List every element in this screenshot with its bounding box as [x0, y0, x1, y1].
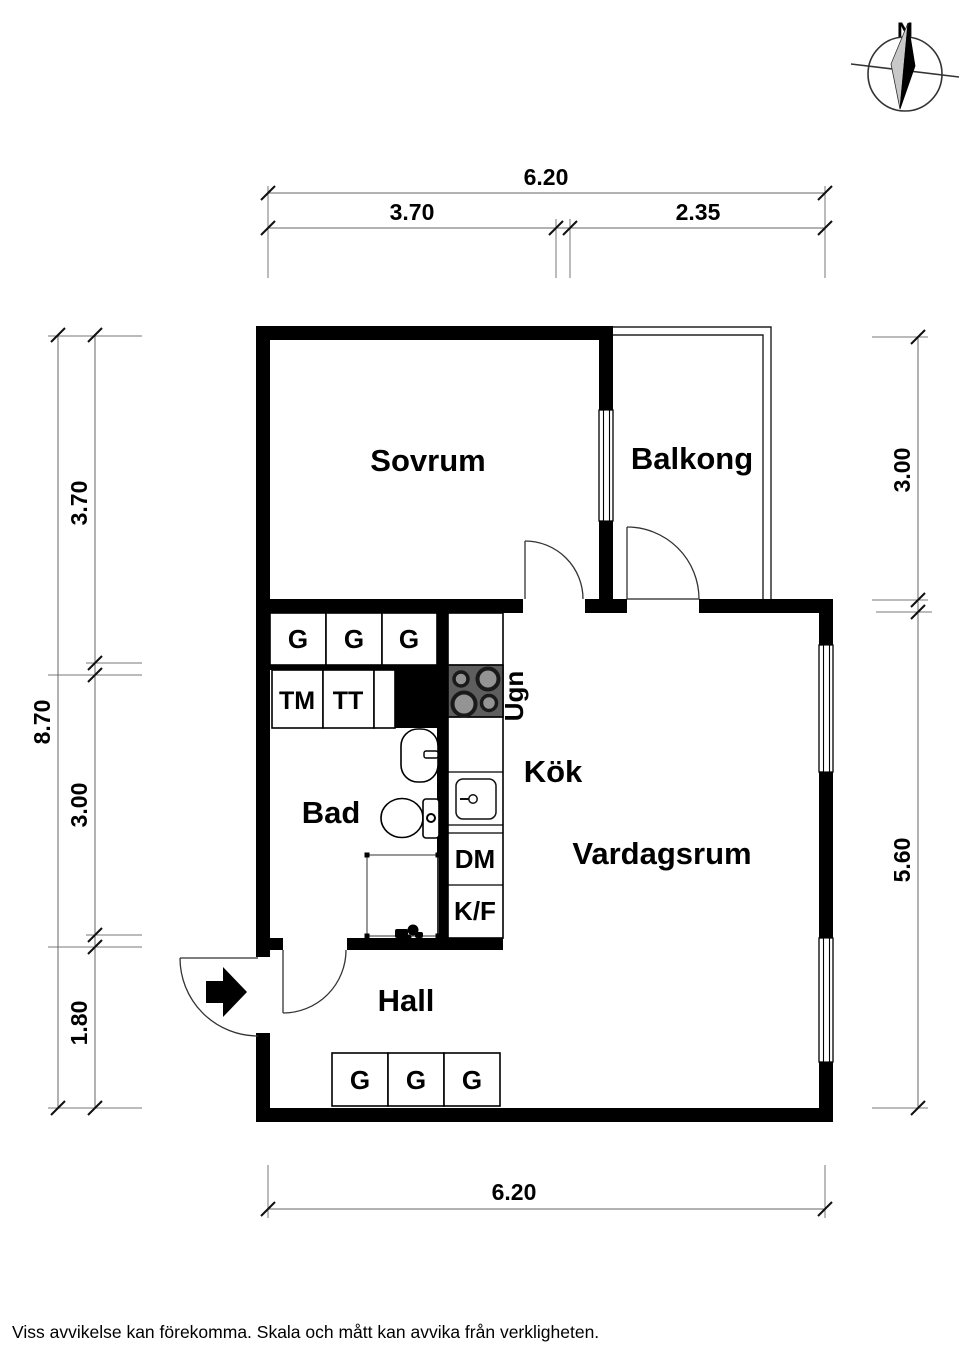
bad-bottom-wall-left — [256, 938, 283, 950]
vardagsrum-window-upper — [818, 644, 834, 773]
burner-small-br — [479, 693, 499, 713]
fixture-labels: G G G TM TT Ugn DM K/F G G G — [279, 624, 529, 1095]
wardrobe-bottom-3 — [443, 1052, 501, 1107]
wardrobe-label-top-3: G — [399, 624, 419, 654]
balcony-inner-line — [613, 334, 764, 599]
kitchen-sink — [455, 778, 497, 820]
bathroom-fixtures — [364, 728, 441, 940]
right-exterior-wall-c — [819, 1062, 833, 1122]
dim-top-right: 2.35 — [676, 199, 721, 225]
dimensions-bottom: 6.20 — [260, 1165, 833, 1218]
wardrobe-utility-divider-wall — [270, 664, 437, 670]
dim-left-middle: 3.00 — [66, 783, 92, 828]
dimensions-right: 3.00 5.60 — [872, 329, 932, 1116]
shower — [364, 852, 441, 940]
kitchen-counter — [447, 612, 504, 939]
walls — [256, 326, 833, 1122]
utility-narrow-box — [373, 669, 396, 729]
balcony-door — [626, 526, 700, 600]
dryer-box — [322, 669, 375, 729]
sovrum-balkong-wall-lower — [599, 521, 613, 613]
balcony-outer-line — [613, 326, 772, 599]
dim-ticks-bottom — [260, 1201, 833, 1217]
dim-top-left: 3.70 — [390, 199, 435, 225]
entry-arrow-icon — [206, 967, 247, 1017]
wardrobe-label-bottom-3: G — [462, 1065, 482, 1095]
top-exterior-wall — [256, 326, 613, 340]
dim-left-upper: 3.70 — [66, 481, 92, 526]
mid-wall-left-of-sovrum-door — [256, 599, 523, 613]
dimensions-top: 6.20 3.70 2.35 — [260, 164, 833, 278]
entry-door — [179, 957, 259, 1037]
dim-ticks-left — [50, 327, 103, 1116]
shower-mixer-icon — [395, 924, 423, 940]
washbasin — [400, 728, 439, 783]
dim-bottom-total: 6.20 — [492, 1179, 537, 1205]
hall-label: Hall — [378, 983, 435, 1018]
balkong-label: Balkong — [631, 441, 753, 476]
compass-needle-dark-half — [899, 22, 916, 110]
balcony-outline — [613, 326, 772, 600]
dim-ticks-top — [260, 185, 833, 236]
disclaimer-text: Viss avvikelse kan förekomma. Skala och … — [12, 1322, 600, 1342]
vardagsrum-top-wall — [699, 599, 833, 613]
burner-large-bl — [450, 690, 478, 718]
extension-lines-top — [267, 186, 826, 278]
left-exterior-wall-upper — [256, 326, 270, 957]
washing-machine-label: TM — [279, 687, 315, 715]
sovrum-label: Sovrum — [370, 443, 485, 478]
bottom-exterior-wall — [256, 1108, 833, 1122]
counter-outline — [447, 612, 504, 939]
right-exterior-wall-b — [819, 772, 833, 938]
burner-large-tr — [475, 666, 501, 692]
wardrobe-label-bottom-2: G — [406, 1065, 426, 1095]
sovrum-balkong-wall-upper — [599, 326, 613, 410]
kok-label: Kök — [524, 754, 583, 789]
mid-wall-between-doors — [585, 599, 627, 613]
vardagsrum-window-lower — [818, 937, 834, 1063]
wardrobe-top-2 — [325, 612, 383, 666]
left-exterior-wall-lower — [256, 1033, 270, 1122]
windows — [598, 409, 834, 1063]
wardrobe-label-top-1: G — [288, 624, 308, 654]
doors — [179, 526, 700, 1037]
dim-left-total: 8.70 — [29, 700, 55, 745]
oven-label: Ugn — [499, 671, 529, 722]
fridge-freezer-label: K/F — [454, 896, 496, 926]
dim-left-lower: 1.80 — [66, 1001, 92, 1046]
bad-kitchen-wall — [437, 613, 448, 938]
compass-rose: N — [850, 18, 960, 112]
vardagsrum-label: Vardagsrum — [572, 836, 751, 871]
dim-right-lower: 5.60 — [889, 838, 915, 883]
utility-shaft-block — [395, 670, 437, 728]
extension-lines-bottom — [267, 1165, 826, 1218]
bad-label: Bad — [302, 795, 361, 830]
wardrobe-top-3 — [381, 612, 438, 666]
right-exterior-wall-a — [819, 599, 833, 645]
sovrum-door — [524, 540, 584, 600]
bad-door — [282, 949, 347, 1014]
dryer-label: TT — [333, 687, 364, 715]
wardrobe-bottom-2 — [387, 1052, 445, 1107]
dimensions-left: 8.70 3.70 3.00 1.80 — [29, 327, 142, 1116]
toilet — [380, 797, 440, 839]
burner-small-tl — [452, 670, 470, 688]
room-labels: Sovrum Balkong Kök Vardagsrum Bad Hall — [302, 441, 753, 1018]
cabinets — [269, 612, 501, 1107]
dishwasher-label: DM — [455, 844, 495, 874]
dim-ticks-right — [910, 329, 926, 1116]
wardrobe-label-bottom-1: G — [350, 1065, 370, 1095]
wardrobe-label-top-2: G — [344, 624, 364, 654]
dim-top-total: 6.20 — [524, 164, 569, 190]
dim-right-upper: 3.00 — [889, 448, 915, 493]
sovrum-balkong-window — [598, 409, 614, 522]
wardrobe-bottom-1 — [331, 1052, 389, 1107]
bad-bottom-wall-right — [347, 938, 503, 950]
stove — [447, 664, 504, 718]
